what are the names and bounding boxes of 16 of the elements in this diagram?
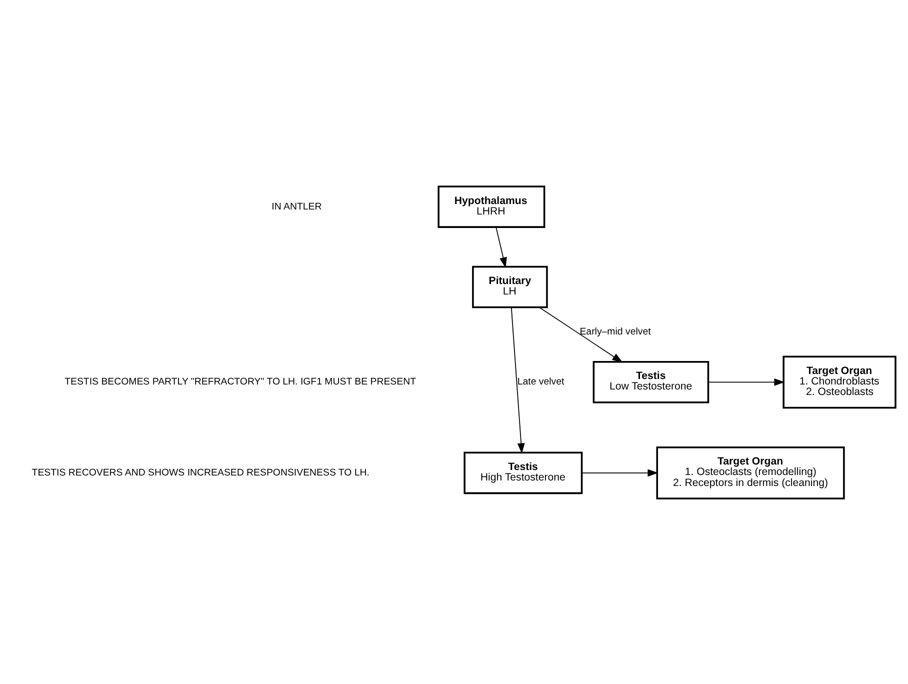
arrow — [539, 306, 623, 362]
label: IN ANTLER — [272, 200, 322, 212]
node-box: Target Organ 1. Chondroblasts 2. Osteoblasts — [782, 355, 896, 408]
arrow — [510, 306, 525, 454]
edge-label: Early–mid velvet — [580, 326, 651, 337]
node-box: Pituitary LH — [472, 265, 548, 308]
edge-label: Late velvet — [517, 376, 564, 388]
node-box: Testis High Testosterone — [464, 451, 583, 494]
label: TESTIS RECOVERS AND SHOWS INCREASED RESPONSIVENESS TO LH. — [32, 466, 370, 478]
arrow — [581, 468, 658, 476]
label: TESTIS BECOMES PARTLY "REFRACTORY" TO LH. IGF1 MUST BE PRESENT — [64, 376, 416, 388]
node-box: Hypothalamus LHRH — [438, 185, 546, 228]
arrow — [708, 378, 785, 386]
node-box: Target Organ 1. Osteoclasts (remodelling) 2. Receptors in dermis (cleaning) — [656, 446, 845, 499]
arrow — [496, 226, 507, 268]
node-box: Testis Low Testosterone — [592, 360, 710, 403]
